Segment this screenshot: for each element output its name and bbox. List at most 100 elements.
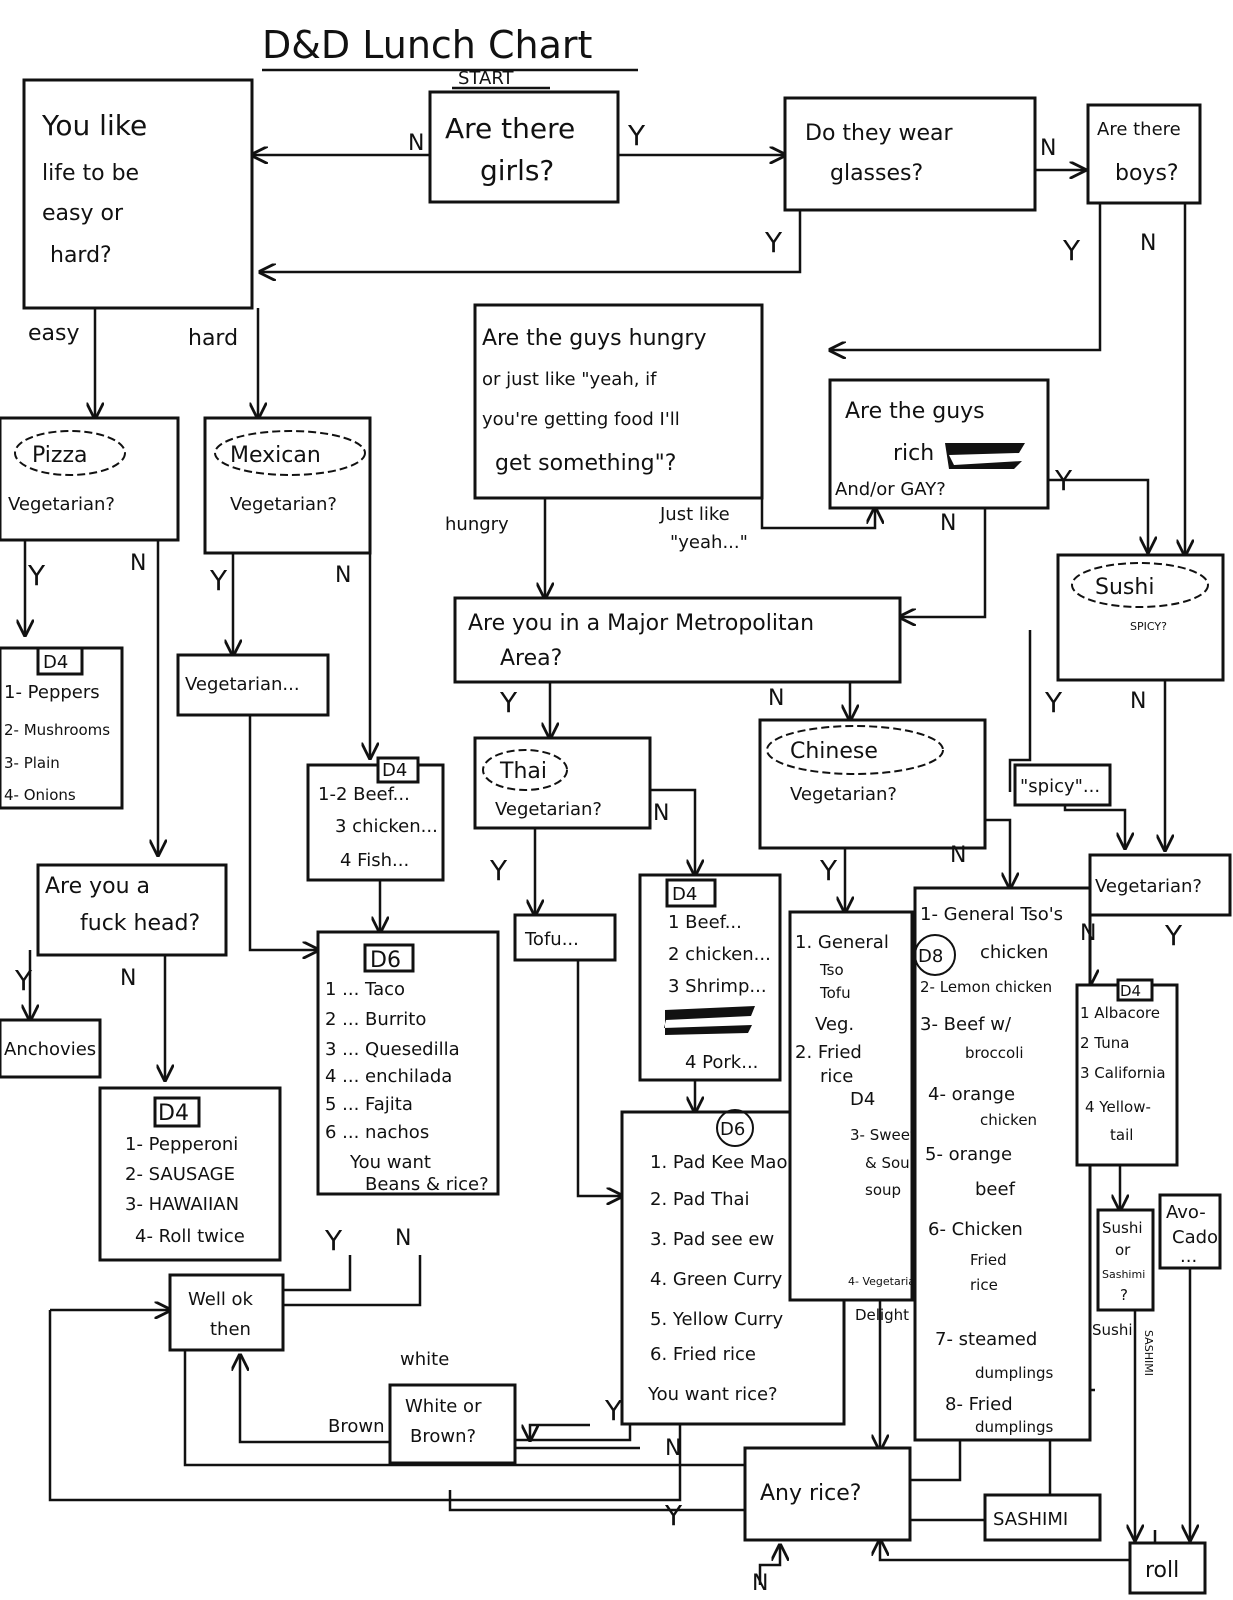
mex-dish-1: 1 ... Taco <box>325 979 405 1000</box>
metro-line-2: Area? <box>500 646 562 671</box>
cn-veg-5: 2. Fried <box>795 1042 862 1063</box>
edge-labels: N Y N Y Y N easy hard hungry Just like "… <box>14 119 1183 1596</box>
sushi-veg-box <box>1088 853 1232 917</box>
edge-y-metro: Y <box>499 686 518 719</box>
boys-line-1: Are there <box>1097 119 1181 140</box>
edge-y-rich: Y <box>1054 464 1073 497</box>
edge-n-chinese: N <box>950 843 966 868</box>
edge-easy: easy <box>28 321 80 346</box>
edge-y-pizza: Y <box>27 559 46 592</box>
any-rice-box <box>743 1446 912 1542</box>
edge-n-metro: N <box>768 686 784 711</box>
hungry-box <box>473 303 764 500</box>
sushi-rolls-die: D4 <box>1120 982 1141 1000</box>
well-ok-line-1: Well ok <box>188 1289 254 1310</box>
thai-meat-4: 4 Pork... <box>685 1052 758 1073</box>
edge-hungry: hungry <box>445 514 509 535</box>
hungry-line-3: you're getting food I'll <box>482 409 680 430</box>
roll-label: roll <box>1145 1558 1179 1583</box>
pizza-question: Vegetarian? <box>8 494 115 515</box>
edge-n-thai: N <box>653 801 669 826</box>
tofu-label: Tofu... <box>524 929 579 950</box>
edge-just-like-2: "yeah..." <box>670 532 748 553</box>
pizza-meat-2: 2- SAUSAGE <box>125 1164 235 1185</box>
rich-line-2: rich <box>893 441 934 466</box>
white-brown-line-2: Brown? <box>410 1426 476 1447</box>
edge-y-anyrice: Y <box>664 1499 683 1532</box>
cn-veg-box <box>788 910 914 1302</box>
start-label: START <box>458 68 515 89</box>
sushi-rolls-3: 3 California <box>1080 1064 1166 1082</box>
sushi-or-sashimi-1: Sushi <box>1102 1219 1143 1237</box>
sushi-rolls-1: 1 Albacore <box>1080 1004 1160 1022</box>
thai-question: Vegetarian? <box>495 799 602 820</box>
thai-meat-die: D4 <box>672 884 697 905</box>
thai-dish-7: You want rice? <box>647 1384 778 1405</box>
cn-meat-10: 6- Chicken <box>928 1219 1023 1240</box>
edge-sashimi-vertical: SASHIMI <box>1142 1330 1155 1376</box>
thai-dish-6: 6. Fried rice <box>650 1344 756 1365</box>
cn-meat-4: 3- Beef w/ <box>920 1014 1012 1035</box>
cn-meat-die: D8 <box>918 946 943 967</box>
cn-meat-15: 8- Fried <box>945 1394 1013 1415</box>
cn-veg-6: rice <box>820 1066 853 1087</box>
hungry-line-1: Are the guys hungry <box>482 326 706 351</box>
scribble-mark <box>945 443 1025 469</box>
cn-veg-8: & Sour <box>865 1154 917 1172</box>
thai-meat-1: 1 Beef... <box>668 912 742 933</box>
pizza-veg-4: 4- Onions <box>4 786 76 804</box>
pizza-veg-1: 1- Peppers <box>4 682 100 703</box>
pizza-meat-4: 4- Roll twice <box>135 1226 245 1247</box>
edge-y-rice: Y <box>604 1394 623 1427</box>
cn-meat-2: chicken <box>980 942 1048 963</box>
thai-dish-4: 4. Green Curry <box>650 1269 783 1290</box>
easy-hard-box <box>22 78 254 310</box>
thai-box <box>473 736 652 830</box>
thai-meat-box <box>638 873 782 1082</box>
sushi-or-sashimi-2: or <box>1115 1241 1131 1259</box>
mex-dish-5: 5 ... Fajita <box>325 1094 413 1115</box>
avocado-2: Cado <box>1172 1227 1218 1248</box>
mex-dish-4: 4 ... enchilada <box>325 1066 452 1087</box>
cn-veg-9: soup <box>865 1181 901 1199</box>
spicy-box <box>1013 763 1112 807</box>
edge-n-spicy: N <box>1130 689 1146 714</box>
sushi-veg-label: Vegetarian? <box>1095 876 1202 897</box>
avocado-box <box>1158 1193 1222 1270</box>
cn-veg-7: 3- Sweet <box>850 1126 916 1144</box>
anchovies-label: Anchovies <box>4 1039 96 1060</box>
boys-box <box>1086 103 1202 205</box>
fuckhead-line-1: Are you a <box>45 874 150 899</box>
sushi-or-sashimi-box <box>1096 1208 1155 1312</box>
cn-veg-3: Tofu <box>819 984 851 1002</box>
boys-line-2: boys? <box>1115 161 1179 186</box>
sushi-or-sashimi-4: ? <box>1120 1286 1128 1304</box>
edge-brown: Brown <box>328 1416 385 1437</box>
roll-box <box>1128 1541 1207 1595</box>
thai-dish-die: D6 <box>720 1119 745 1140</box>
spicy-label: "spicy"... <box>1020 776 1100 797</box>
edge-sushi: Sushi <box>1092 1321 1133 1339</box>
girls-line-1: Are there <box>445 112 575 145</box>
thai-meat-2: 2 chicken... <box>668 944 771 965</box>
cn-meat-7: chicken <box>980 1111 1037 1129</box>
anchovies-box <box>0 1018 102 1079</box>
edge-y-glasses: Y <box>764 226 783 259</box>
edge-n-boys: N <box>1140 231 1156 256</box>
edge-y-thai: Y <box>489 854 508 887</box>
mex-dish-die: D6 <box>370 948 401 973</box>
easy-hard-line-3: easy or <box>42 201 124 226</box>
mex-dish-6: 6 ... nachos <box>325 1122 429 1143</box>
sushi-name: Sushi <box>1095 575 1154 600</box>
metro-box <box>453 596 902 684</box>
cn-veg-10: 4- Vegetarian <box>848 1275 922 1288</box>
sushi-rolls-5: tail <box>1110 1126 1133 1144</box>
any-rice-label: Any rice? <box>760 1481 861 1506</box>
edge-n-rich: N <box>940 511 956 536</box>
sushi-or-sashimi-3: Sashimi <box>1102 1268 1145 1281</box>
mex-dish-box <box>316 930 500 1196</box>
mex-veg-label: Vegetarian... <box>185 674 300 695</box>
cn-meat-13: 7- steamed <box>935 1329 1037 1350</box>
pizza-veg-2: 2- Mushrooms <box>4 721 110 739</box>
